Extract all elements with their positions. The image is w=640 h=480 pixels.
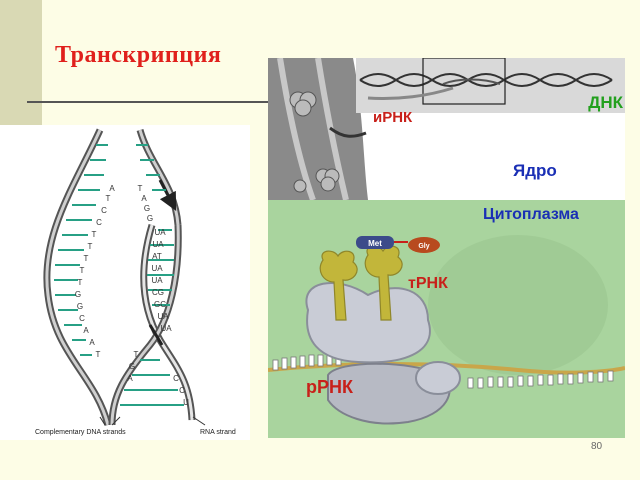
base-letter: T	[106, 194, 111, 203]
base-letter: C	[173, 374, 179, 383]
rna-pair: GC	[154, 300, 166, 309]
slide-title: Транскрипция	[55, 42, 222, 68]
base-letter: A	[89, 338, 95, 347]
nucleus-illustration: ДНК иРНК Ядро	[268, 57, 625, 202]
dna-base-letters-right-top: T A G G	[138, 184, 154, 223]
base-letter: G	[147, 214, 153, 223]
base-letter: G	[144, 204, 150, 213]
base-letter: T	[92, 230, 97, 239]
base-letter: G	[77, 302, 83, 311]
base-letter: T	[78, 278, 83, 287]
base-letter: T	[80, 266, 85, 275]
nuclear-pores	[289, 91, 340, 193]
base-letter: C	[101, 206, 107, 215]
page-number: 80	[591, 441, 603, 452]
rna-pair: UA	[151, 276, 163, 285]
base-letter: T	[96, 350, 101, 359]
rna-pair: AT	[152, 252, 162, 261]
rna-strand-label: RNA strand	[200, 429, 236, 436]
transcription-bubble-box	[422, 57, 506, 105]
mrna-strand-top	[367, 86, 454, 100]
translation-illustration: Met Gly Цитоплазма тРНК рРНК	[268, 206, 625, 425]
title-underline	[27, 101, 270, 103]
base-letter: T	[138, 184, 143, 193]
rna-pair: UA	[157, 312, 169, 321]
dna-helix-illustration: A T C C T T T T T G G C A A T T A G G UA…	[35, 128, 236, 436]
base-letter: T	[134, 350, 139, 359]
rna-pair: UA	[154, 228, 166, 237]
rna-base-pairs: UA UA AT UA UA CG GC UA UA	[151, 228, 172, 333]
decorative-side-bar	[0, 0, 42, 125]
base-letter: A	[127, 374, 133, 383]
rna-pair: UA	[160, 324, 172, 333]
base-letter: A	[141, 194, 147, 203]
trna-label: тРНК	[408, 275, 448, 292]
rna-pair: CG	[152, 288, 164, 297]
base-letter: T	[84, 254, 89, 263]
base-letter: G	[129, 362, 135, 371]
base-letter: C	[179, 386, 185, 395]
dna-label: ДНК	[588, 93, 623, 112]
base-letter: U	[183, 398, 189, 407]
nucleus-figure: ДНК иРНК Ядро	[268, 57, 625, 202]
dna-base-letters-right-bottom: T G A C C U	[127, 350, 189, 407]
met-amino-acid	[356, 236, 394, 249]
base-letter: T	[88, 242, 93, 251]
rrna-label: рРНК	[306, 377, 354, 397]
met-label: Met	[368, 239, 382, 248]
dna-base-letters-left: A T C C T T T T T G G C A A T	[75, 184, 115, 359]
ribosome-large-subunit	[305, 282, 431, 364]
cytoplasm-figure: Met Gly Цитоплазма тРНК рРНК	[268, 200, 625, 438]
gly-label: Gly	[418, 243, 429, 250]
gly-amino-acid	[408, 237, 440, 253]
rna-pair: UA	[151, 264, 163, 273]
mrna-label-top: иРНК	[373, 109, 413, 126]
dna-transcription-figure: A T C C T T T T T G G C A A T T A G G UA…	[0, 125, 250, 440]
base-letter: G	[75, 290, 81, 299]
dna-helix-top	[359, 73, 613, 87]
complementary-dna-label: Complementary DNA strands	[35, 429, 126, 436]
base-letter: C	[96, 218, 102, 227]
base-letter: C	[79, 314, 85, 323]
rna-pair: UA	[152, 240, 164, 249]
cytoplasm-label: Цитоплазма	[483, 206, 579, 223]
base-letter: A	[109, 184, 115, 193]
base-letter: A	[83, 326, 89, 335]
nucleus-label: Ядро	[513, 161, 557, 180]
